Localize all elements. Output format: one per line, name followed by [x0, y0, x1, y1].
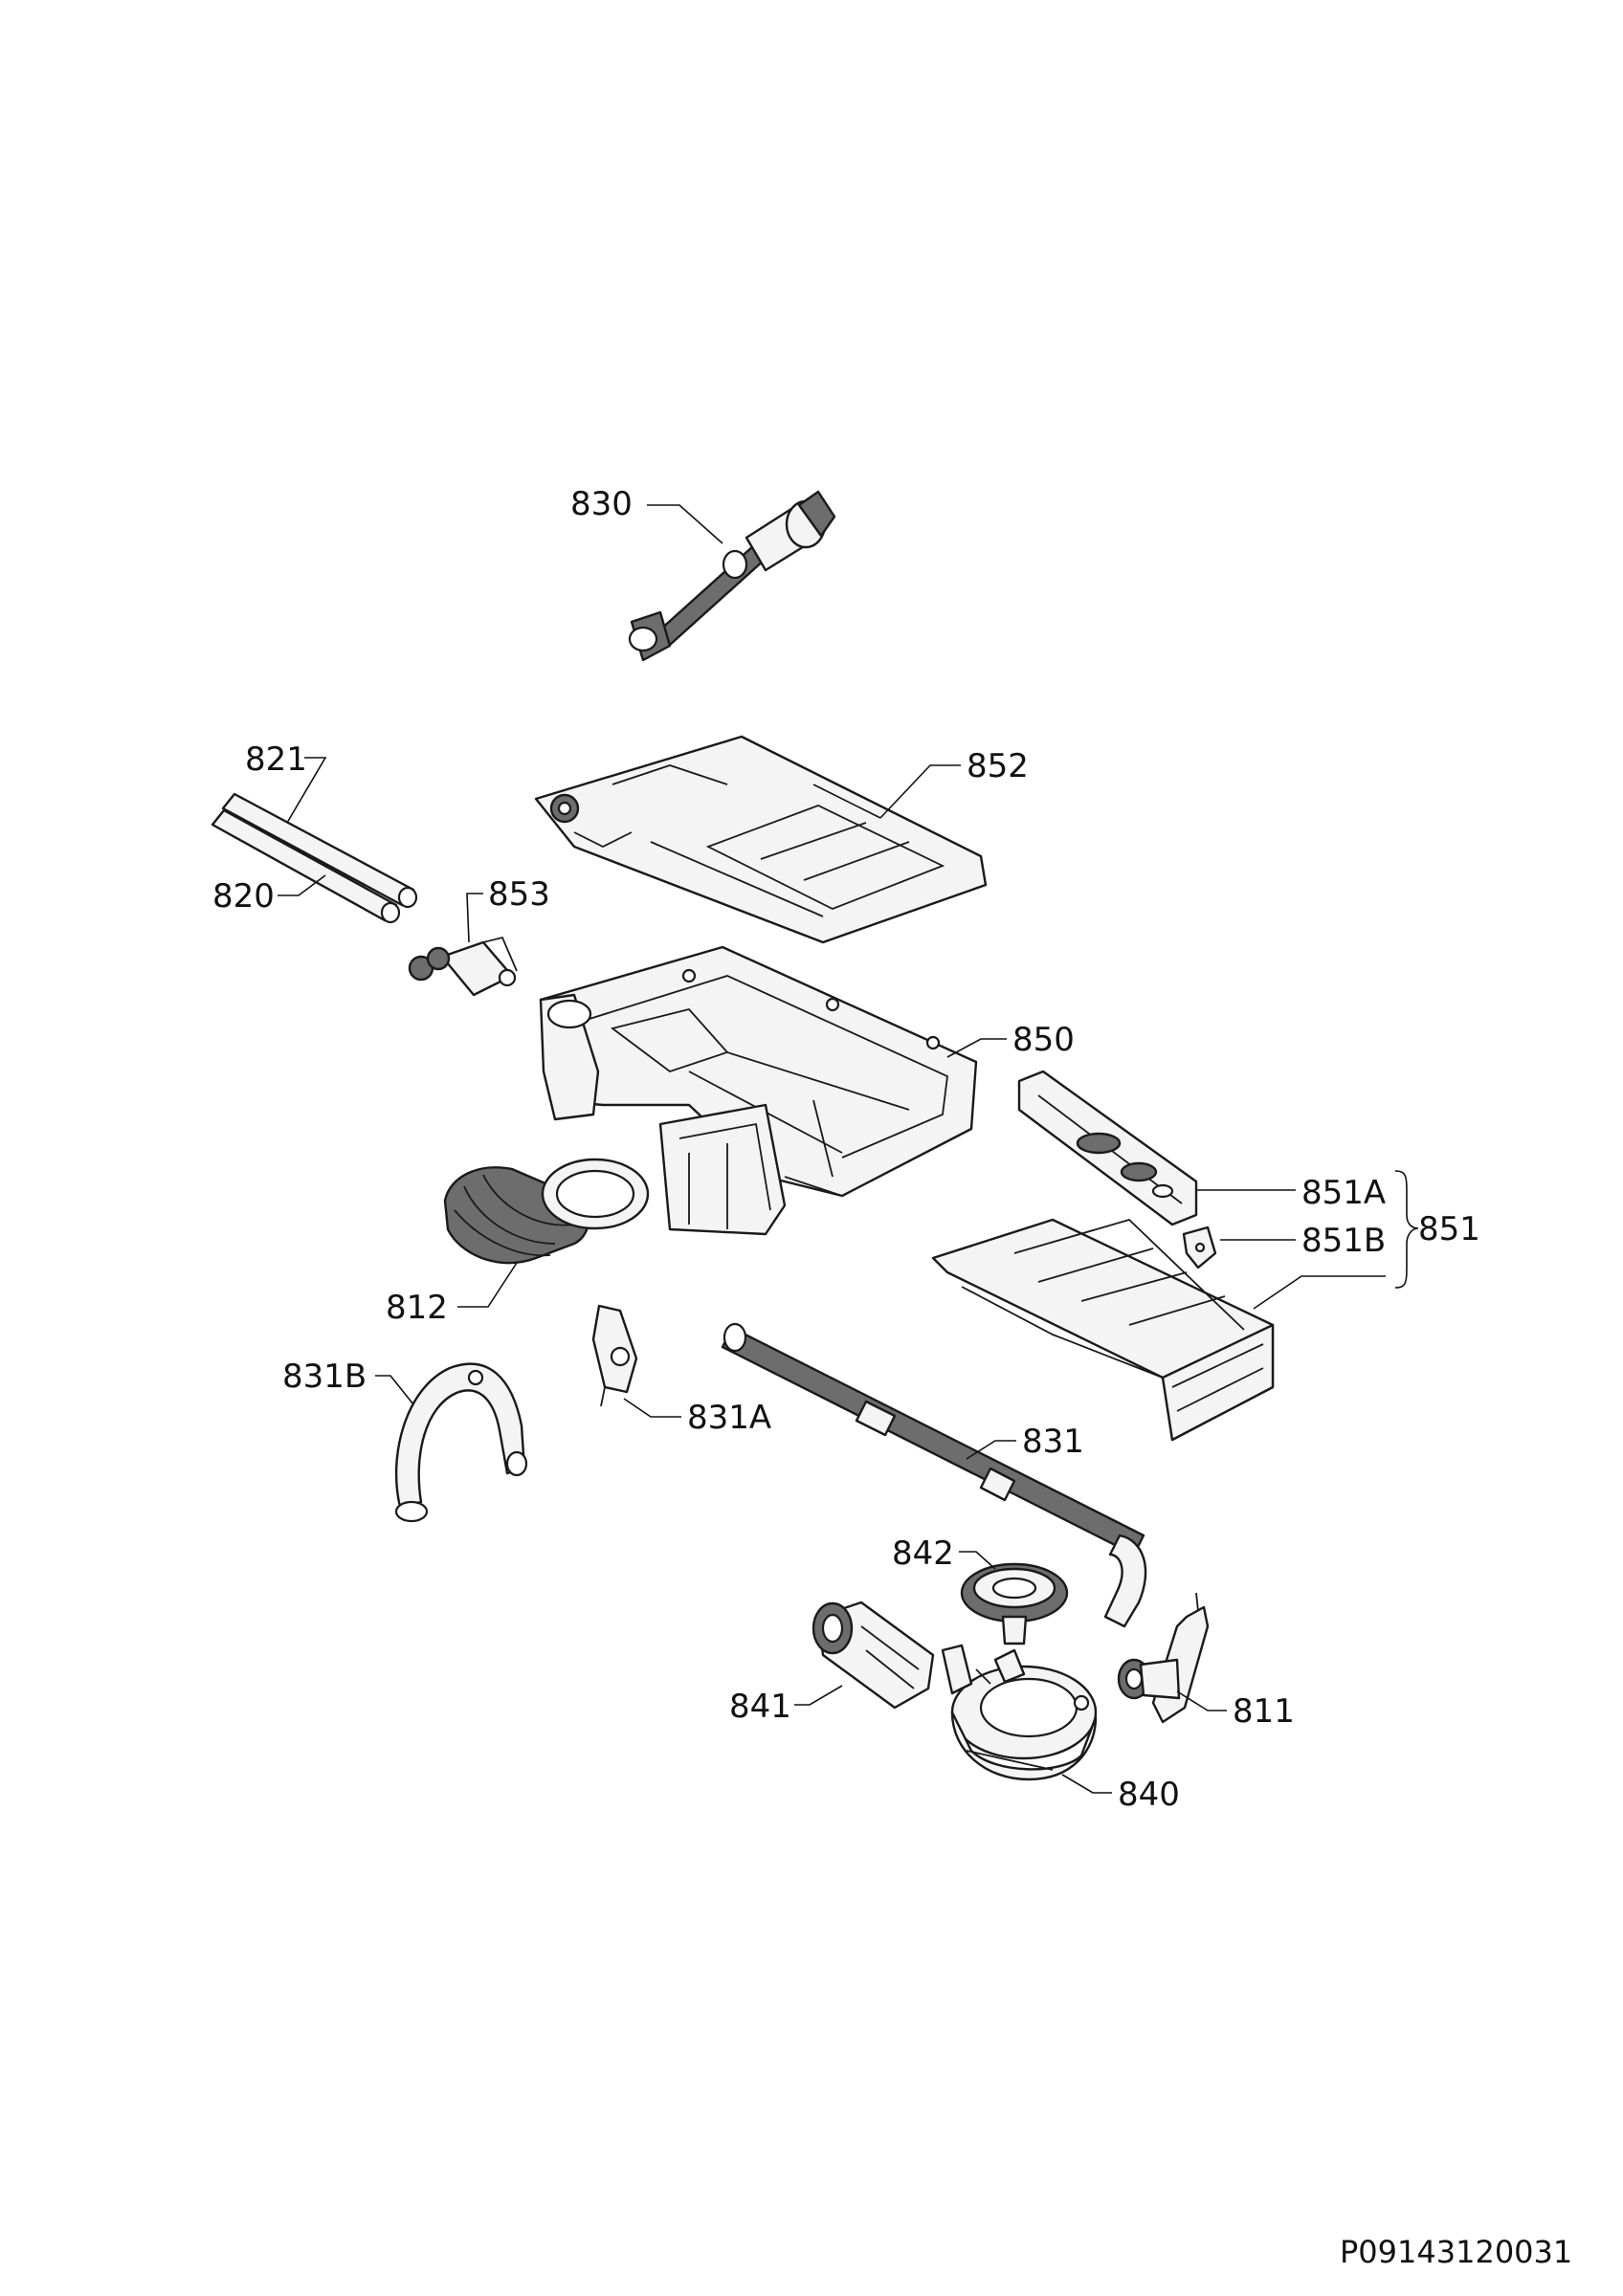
label-840: 840 — [1118, 1776, 1180, 1814]
part-811-sensor-hose — [1117, 1592, 1210, 1724]
label-811: 811 — [1233, 1692, 1295, 1731]
label-831: 831 — [1022, 1423, 1084, 1461]
part-853-valve — [408, 936, 518, 997]
part-841-filter-insert — [812, 1601, 935, 1710]
part-830-inlet-hose — [628, 490, 836, 662]
leader-820 — [278, 874, 326, 896]
label-851A: 851A — [1301, 1174, 1386, 1212]
part-850-dispenser-housing — [539, 945, 978, 1236]
leader-851-body — [1253, 1275, 1386, 1310]
label-851B: 851B — [1301, 1222, 1386, 1260]
label-853: 853 — [488, 875, 550, 914]
label-851: 851 — [1418, 1210, 1480, 1248]
part-831-drain-hose — [721, 1322, 1147, 1628]
part-842-filter — [960, 1562, 1069, 1645]
document-code: P09143120031 — [1340, 2234, 1573, 2270]
part-831B-hose-hook — [394, 1362, 528, 1523]
leader-812 — [457, 1262, 518, 1308]
label-850: 850 — [1012, 1021, 1075, 1059]
leader-831B — [375, 1375, 414, 1405]
part-840-pump-housing — [941, 1644, 1098, 1781]
label-830: 830 — [570, 485, 633, 523]
leader-853 — [466, 893, 483, 943]
part-812-bellows-hose — [443, 1158, 650, 1265]
part-851-detergent-drawer — [931, 1218, 1275, 1442]
leader-850 — [946, 1038, 1007, 1058]
label-812: 812 — [386, 1289, 448, 1327]
label-852: 852 — [967, 747, 1029, 785]
part-820-rod — [211, 808, 401, 924]
label-831B: 831B — [282, 1358, 367, 1396]
part-852-dispenser-cover — [534, 735, 988, 944]
part-851A-drawer-insert — [1017, 1070, 1198, 1226]
leader-830 — [647, 504, 723, 544]
part-851B-clip — [1182, 1225, 1217, 1269]
leader-821 — [286, 757, 327, 824]
leader-831A — [623, 1398, 681, 1418]
label-842: 842 — [892, 1534, 954, 1573]
leader-831 — [966, 1440, 1016, 1460]
leader-852-b — [812, 784, 881, 819]
leader-811 — [1176, 1690, 1227, 1711]
label-831A: 831A — [687, 1399, 771, 1437]
brace-851 — [1394, 1170, 1419, 1289]
leader-852 — [879, 764, 961, 819]
part-831A-bracket — [591, 1304, 638, 1407]
leader-842 — [959, 1551, 996, 1570]
leader-841 — [794, 1685, 843, 1706]
label-821: 821 — [245, 740, 307, 779]
label-820: 820 — [212, 877, 275, 916]
part-821-rod — [221, 792, 418, 909]
leader-840 — [1061, 1774, 1112, 1794]
label-841: 841 — [729, 1688, 791, 1726]
